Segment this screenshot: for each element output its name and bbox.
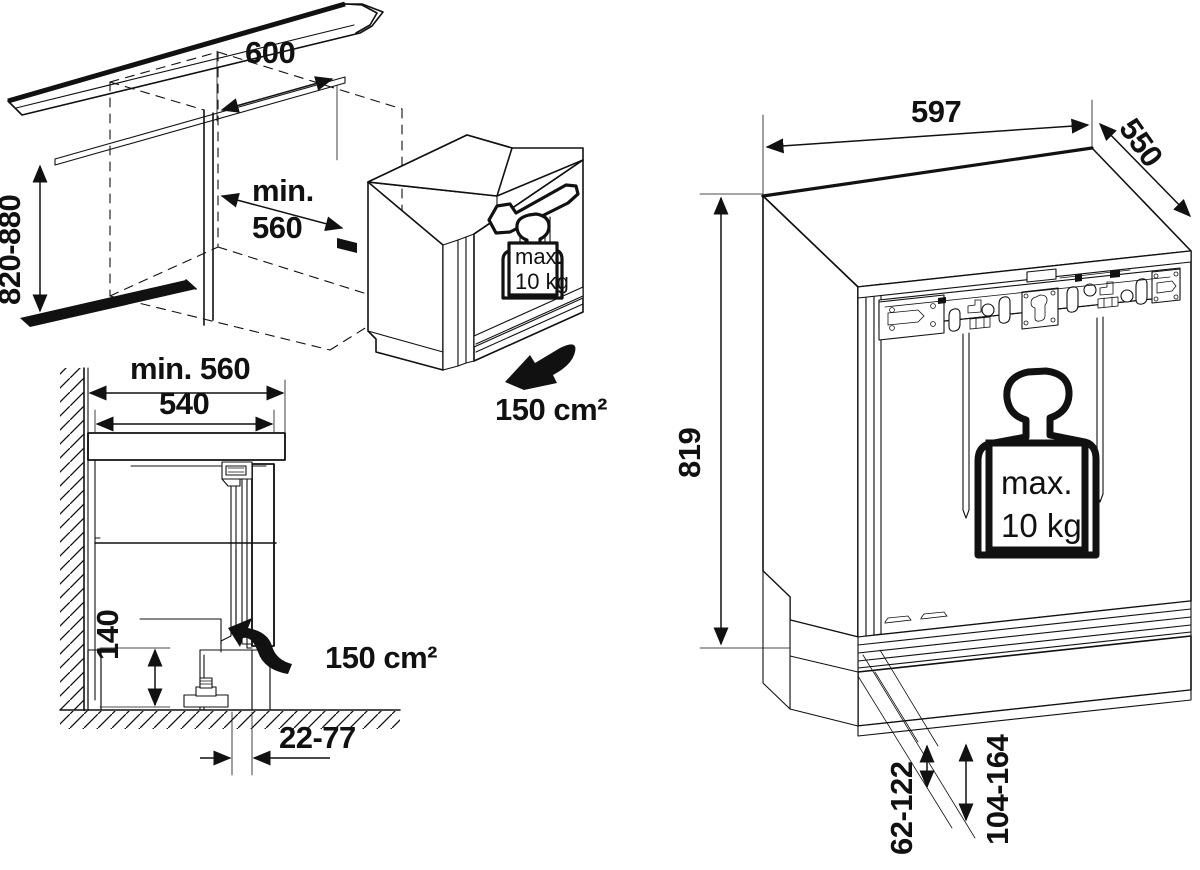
section-plinth-left [87, 649, 102, 711]
dimension-22-77: 22-77 [200, 711, 356, 776]
dimension-104-164: 104-164 [958, 733, 1015, 845]
section-view: 150 cm² min. 560 540 140 [59, 351, 438, 776]
niche-depth-tick [337, 238, 357, 253]
weight-symbol-small: max. 10 kg [501, 212, 569, 300]
section-wall [60, 367, 89, 713]
appliance-isometric-view: max. 10 kg [672, 94, 1192, 855]
dimension-22-77-label: 22-77 [279, 720, 356, 755]
dimension-min-560-section-label: min. 560 [130, 351, 250, 386]
appliance-top-back-edge [761, 146, 1094, 198]
weight-symbol-small-line2: 10 kg [515, 269, 569, 294]
dimension-600: 600 [216, 35, 338, 161]
weight-symbol-large: max. 10 kg [974, 367, 1100, 559]
ventilation-label-iso: 150 cm² [495, 392, 607, 427]
dimension-min-560-section: min. 560 [87, 351, 286, 433]
door-hinge-hardware [878, 267, 1181, 341]
dimension-597: 597 [762, 94, 1093, 197]
niche-plinth-strip [20, 279, 197, 327]
appliance-plinth-grille [789, 600, 1192, 737]
dimension-820-880: 820-880 [0, 164, 48, 313]
weight-symbol-small-line1: max. [515, 244, 563, 269]
dimension-140-label: 140 [90, 610, 125, 660]
dimension-819-label: 819 [672, 428, 707, 478]
dimension-104-164-label: 104-164 [980, 733, 1015, 845]
door-bottom-tabs [884, 611, 948, 624]
appliance-small-iso: max. 10 kg [367, 134, 584, 371]
dimension-140: 140 [90, 610, 171, 708]
dimension-597-label: 597 [911, 94, 961, 129]
section-worktop [87, 432, 286, 461]
dimension-62-122: 62-122 [884, 744, 935, 855]
plinth-dimension-leaders [857, 649, 976, 839]
weight-symbol-large-line1: max. [1001, 464, 1073, 501]
door-reveal-1 [857, 285, 867, 638]
ventilation-callout-iso: 150 cm² [495, 344, 608, 427]
section-adjustable-foot [183, 677, 229, 708]
dimension-540-label: 540 [159, 386, 209, 421]
section-ventilation-arrow: 150 cm² [228, 618, 438, 675]
dimension-min-560-iso: min. 560 [220, 173, 344, 245]
niche-side-wall [203, 109, 214, 326]
section-appliance-side [220, 478, 253, 653]
section-hinge-block [221, 461, 253, 487]
dimension-62-122-label: 62-122 [884, 761, 919, 855]
niche-isometric-view: 600 820-880 min. 560 [0, 1, 608, 427]
dimension-819: 819 [672, 193, 791, 649]
appliance-top-band [857, 250, 1192, 299]
section-ventilation-label: 150 cm² [325, 640, 437, 675]
dimension-min-560-line1: min. [252, 173, 314, 208]
section-floor [59, 709, 401, 729]
dimension-540: 540 [94, 386, 275, 433]
dimension-600-label: 600 [245, 35, 295, 70]
door-reveal-2 [865, 284, 875, 637]
dimension-820-880-label: 820-880 [0, 195, 27, 305]
top-notch [1026, 268, 1057, 283]
worktop-slab [7, 1, 384, 166]
dimension-min-560-line2: 560 [252, 210, 302, 245]
appliance-left-plinth-fold [762, 570, 791, 710]
weight-symbol-large-line2: 10 kg [1001, 507, 1082, 544]
